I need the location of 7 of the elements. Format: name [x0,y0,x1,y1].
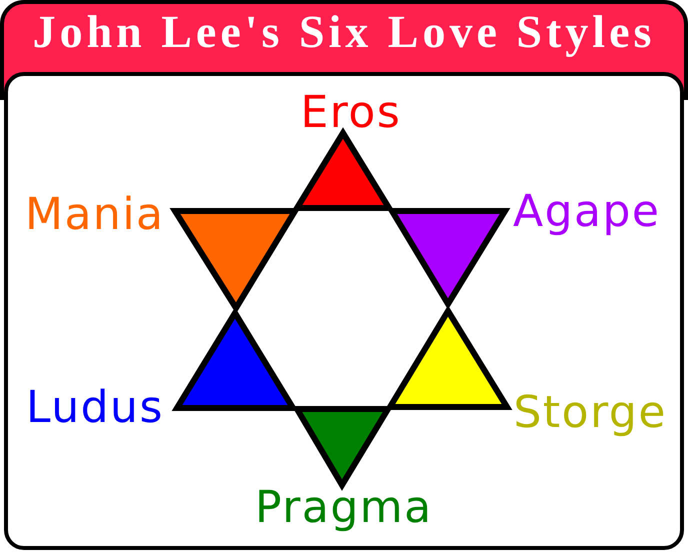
title: John Lee's Six Love Styles [32,6,656,58]
style-label: Ludus [26,383,164,433]
style-label: Pragma [255,483,433,533]
style-label: Agape [513,187,660,237]
style-label: Eros [300,88,402,138]
style-label: Mania [25,190,164,240]
style-label: Storge [514,388,667,438]
